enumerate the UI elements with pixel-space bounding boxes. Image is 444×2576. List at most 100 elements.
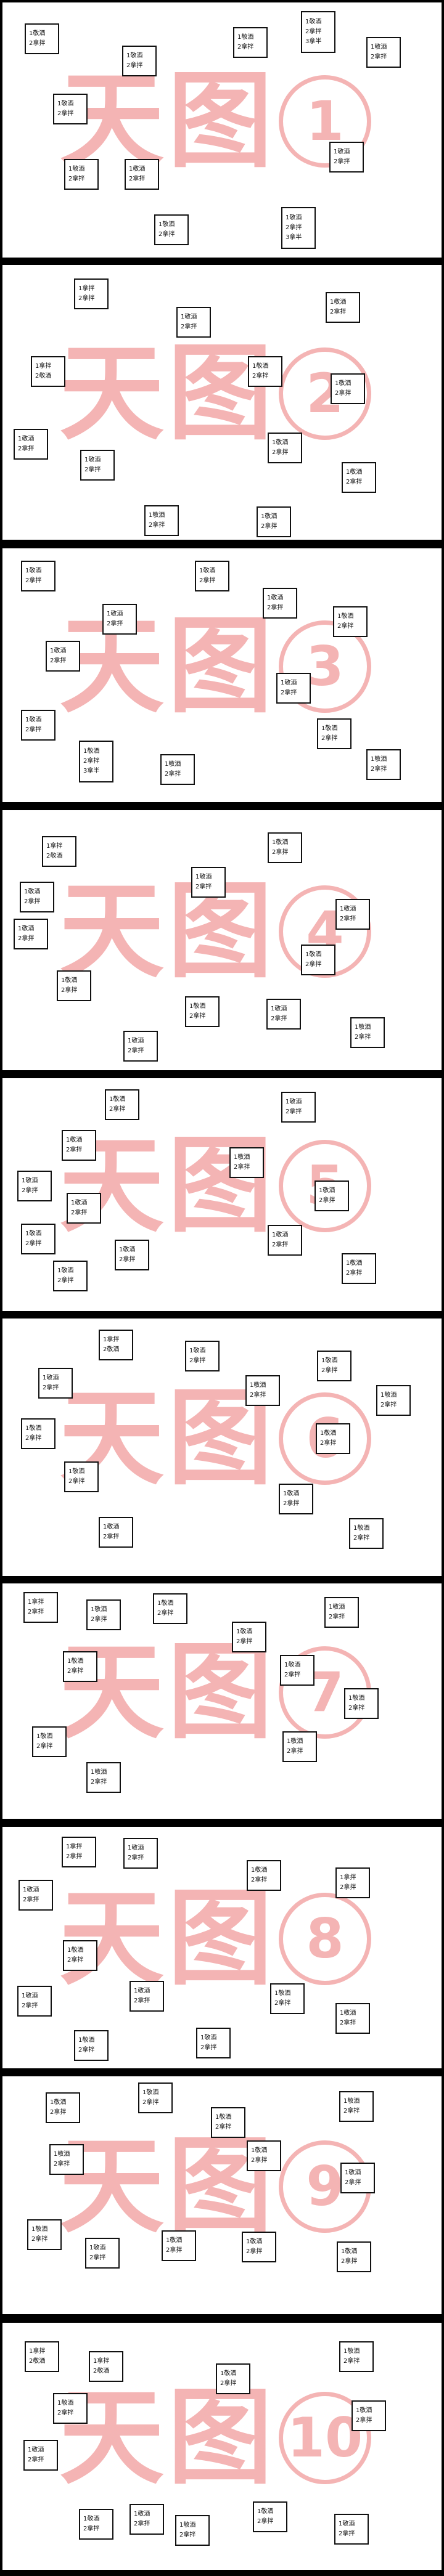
option-line: 1敬酒 xyxy=(66,1137,83,1144)
panel-number: 8 xyxy=(306,1907,344,1970)
option-line: 2拿拌 xyxy=(50,2109,67,2116)
option-line: 1拿拌 xyxy=(35,363,52,370)
option-line: 2拿拌 xyxy=(83,2525,100,2532)
option-line: 2拿拌 xyxy=(18,935,35,942)
option-line: 2拿拌 xyxy=(149,522,165,529)
option-line: 1敬酒 xyxy=(22,1177,38,1184)
option-line: 2拿拌 xyxy=(319,1197,335,1204)
option-line: 2拿拌 xyxy=(335,390,352,397)
option-line: 2拿拌 xyxy=(195,884,212,890)
option-line: 1拿拌 xyxy=(66,1843,83,1850)
option-line: 1敬酒 xyxy=(126,52,143,59)
option-line: 2拿拌 xyxy=(142,2099,159,2106)
option-line: 2拿拌 xyxy=(346,1270,363,1277)
option-line: 2拿拌 xyxy=(305,28,322,35)
option-line: 2拿拌 xyxy=(181,323,197,330)
option-line: 1敬酒 xyxy=(251,2147,268,2154)
option-line: 1敬酒 xyxy=(128,1038,144,1044)
option-line: 2拿拌 xyxy=(257,2518,274,2525)
option-line: 2敬酒 xyxy=(93,2368,110,2375)
option-line: 2拿拌 xyxy=(274,2000,291,2007)
option-line: 1拿拌 xyxy=(28,1599,44,1606)
option-line: 2拿拌 xyxy=(128,1047,144,1054)
option-line: 2拿拌 xyxy=(23,1896,39,1903)
option-line: 2拿拌 xyxy=(272,849,289,856)
option-line: 2拿拌 xyxy=(43,1384,59,1391)
option-line: 2拿拌 xyxy=(343,2108,360,2115)
option-line: 1敬酒 xyxy=(340,2010,356,2017)
watermark-tu: 图 xyxy=(168,60,273,182)
option-line: 2拿拌 xyxy=(371,766,387,773)
option-line: 2拿拌 xyxy=(157,1610,174,1617)
option-line: 2拿拌 xyxy=(84,466,101,473)
option-line: 2拿拌 xyxy=(134,2521,150,2527)
option-line: 2拿拌 xyxy=(89,2254,106,2261)
option-line: 1敬酒 xyxy=(134,1988,150,1994)
option-line: 1敬酒 xyxy=(281,680,297,686)
option-line: 2拿拌 xyxy=(339,2530,355,2537)
option-line: 2拿拌 xyxy=(340,1884,356,1891)
option-line: 2拿拌 xyxy=(36,1743,53,1750)
option-line: 2拿拌 xyxy=(109,1106,126,1113)
option-line: 1敬酒 xyxy=(57,1267,74,1274)
option-line: 2拿拌 xyxy=(284,1672,301,1678)
option-line: 1敬酒 xyxy=(353,1525,370,1532)
option-line: 2拿拌 xyxy=(128,1855,144,1861)
option-line: 1敬酒 xyxy=(287,1738,303,1745)
option-line: 2拿拌 xyxy=(380,1402,397,1408)
option-line: 2拿拌 xyxy=(251,2157,268,2164)
option-line: 2拿拌 xyxy=(251,1877,268,1883)
option-line: 2拿拌 xyxy=(340,916,356,922)
watermark-tian: 天 xyxy=(59,333,165,455)
option-line: 1敬酒 xyxy=(284,1662,301,1668)
option-line: 1敬酒 xyxy=(343,2098,360,2105)
option-line: 2敬酒 xyxy=(29,2358,46,2365)
option-line: 1拿拌 xyxy=(93,2358,110,2365)
option-line: 2拿拌 xyxy=(71,1209,88,1216)
option-line: 1敬酒 xyxy=(18,436,35,442)
option-line: 1敬酒 xyxy=(346,469,363,476)
option-line: 1敬酒 xyxy=(252,363,269,370)
option-line: 3拿半 xyxy=(286,234,302,241)
option-line: 1敬酒 xyxy=(67,1658,84,1665)
option-line: 2拿拌 xyxy=(18,445,35,452)
option-line: 1敬酒 xyxy=(305,18,322,25)
puzzle-panel: 天图51敬酒2拿拌1敬酒2拿拌1敬酒2拿拌1敬酒2拿拌1敬酒2拿拌1敬酒2拿拌1… xyxy=(2,1078,442,1311)
